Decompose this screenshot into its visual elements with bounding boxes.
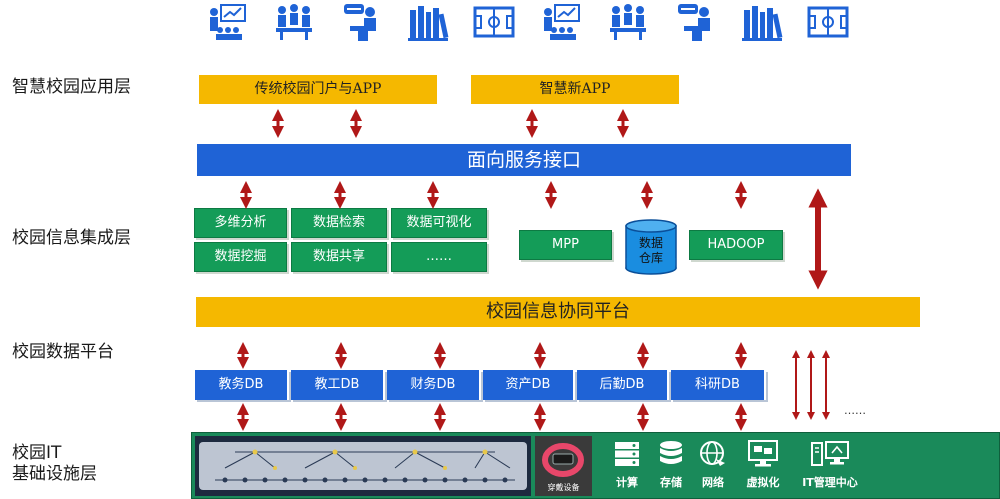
globe-network-icon [698,439,728,469]
library-icon [406,2,450,42]
data-warehouse-label-line2: 仓库 [638,251,663,265]
db-box-logistics: 后勤DB [577,370,669,400]
service-interface-bar: 面向服务接口 [197,144,851,176]
analytics-box-multidim: 多维分析 [194,208,287,238]
presentation-icon [206,2,250,42]
analytics-box-sharing: 数据共享 [291,242,387,272]
network-topology-image [195,436,531,496]
mpp-box: MPP [519,230,612,260]
db-box-research: 科研DB [671,370,766,400]
smart-app-box: 智慧新APP [471,75,679,104]
virtualization-icon [746,439,780,469]
layer-label-application: 智慧校园应用层 [12,77,131,97]
layer-label-infrastructure-line1: 校园IT [12,443,62,463]
db-box-staff: 教工DB [291,370,385,400]
meeting-icon [272,2,316,42]
analytics-box-more: …… [391,242,487,272]
lecture-icon [340,2,384,42]
it-management-icon [808,439,852,469]
storage-label: 存储 [660,476,682,489]
data-warehouse-cylinder [623,218,679,276]
layer-label-infrastructure-line2: 基础设施层 [12,464,97,484]
library-icon [740,2,784,42]
hadoop-box: HADOOP [689,230,783,260]
db-box-finance: 财务DB [387,370,481,400]
traditional-portal-box: 传统校园门户与APP [199,75,437,104]
collaboration-platform-bar: 校园信息协同平台 [196,297,920,327]
it-management-label: IT管理中心 [802,476,858,489]
network-label: 网络 [702,476,724,489]
db-box-assets: 资产DB [483,370,575,400]
analytics-box-mining: 数据挖掘 [194,242,287,272]
sports-field-icon [472,2,516,42]
storage-icon [656,439,686,469]
meeting-icon [606,2,650,42]
data-warehouse-label-line1: 数据 [638,236,663,250]
compute-label: 计算 [616,476,638,489]
db-ellipsis: …… [844,404,866,417]
compute-icon [612,440,642,468]
sports-field-icon [806,2,850,42]
wearable-label: 穿戴设备 [547,483,580,492]
db-box-academic: 教务DB [195,370,289,400]
layer-label-integration: 校园信息集成层 [12,228,131,248]
virtualization-label: 虚拟化 [746,476,780,489]
layer-label-data-platform: 校园数据平台 [12,342,114,362]
analytics-box-visualization: 数据可视化 [391,208,487,238]
lecture-icon [674,2,718,42]
top-icon-row [0,0,1000,46]
wearable-device-image: 穿戴设备 [535,436,592,496]
presentation-icon [540,2,584,42]
